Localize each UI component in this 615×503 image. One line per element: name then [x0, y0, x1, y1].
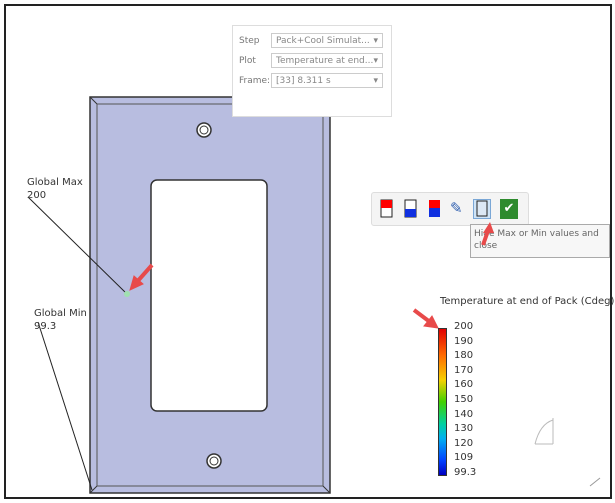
- max-leader-line: [27, 196, 128, 295]
- chevron-down-icon: ▾: [373, 75, 378, 86]
- hide-button[interactable]: [473, 199, 491, 219]
- global-max-label: Global Max: [27, 177, 83, 188]
- frame-label: Frame:: [239, 75, 271, 86]
- legend-tick-label: 99.3: [454, 467, 477, 478]
- legend-tick-label: 109: [454, 452, 474, 464]
- show-min-button[interactable]: [402, 199, 420, 219]
- chevron-down-icon: ▾: [373, 35, 378, 46]
- min-leader-line: [37, 321, 93, 491]
- max-point: [124, 291, 130, 297]
- frame-dropdown[interactable]: [33] 8.311 s ▾: [271, 73, 383, 88]
- frame-value: [33] 8.311 s: [276, 75, 331, 86]
- legend-tick-label: 200: [454, 321, 474, 332]
- legend-tick-label: 190: [454, 335, 474, 347]
- plot-value: Temperature at end...: [276, 55, 374, 66]
- legend-tick-label: 120: [454, 437, 474, 449]
- plot-dropdown[interactable]: Temperature at end...▾: [271, 53, 383, 68]
- show-max-button[interactable]: [378, 199, 396, 219]
- legend-tick-label: 150: [454, 394, 474, 405]
- chevron-down-icon: ▾: [373, 55, 378, 66]
- step-dropdown[interactable]: Pack+Cool Simulat...▾: [271, 33, 383, 48]
- global-min-label: Global Min: [34, 308, 87, 319]
- legend-title: Temperature at end of Pack (Cdeg): [440, 296, 615, 307]
- tooltip: Hide Max or Min values and close: [470, 224, 610, 258]
- max-min-toolbar: ✎ ✔: [371, 192, 529, 226]
- edit-pencil-icon[interactable]: ✎: [450, 199, 463, 217]
- global-max-value: 200: [27, 190, 47, 201]
- axis-triad-icon: [534, 418, 554, 445]
- step-value: Pack+Cool Simulat...: [276, 35, 370, 46]
- step-label: Step: [239, 35, 260, 46]
- legend-tick-label: 140: [454, 408, 474, 420]
- ok-check-button[interactable]: ✔: [500, 199, 518, 219]
- show-max-min-button[interactable]: [426, 199, 444, 219]
- color-scale-bar: [438, 328, 447, 476]
- plate: [89, 96, 331, 494]
- legend-tick-label: 160: [454, 379, 474, 391]
- legend-tick-label: 170: [454, 364, 474, 376]
- legend-tick-label: 180: [454, 350, 474, 362]
- resize-grip[interactable]: [589, 477, 601, 487]
- global-min-value: 99.3: [34, 321, 57, 332]
- arrow-icon: [129, 263, 154, 291]
- legend-tick-label: 130: [454, 423, 474, 435]
- arrow-icon: [412, 308, 439, 329]
- plot-label: Plot: [239, 55, 256, 66]
